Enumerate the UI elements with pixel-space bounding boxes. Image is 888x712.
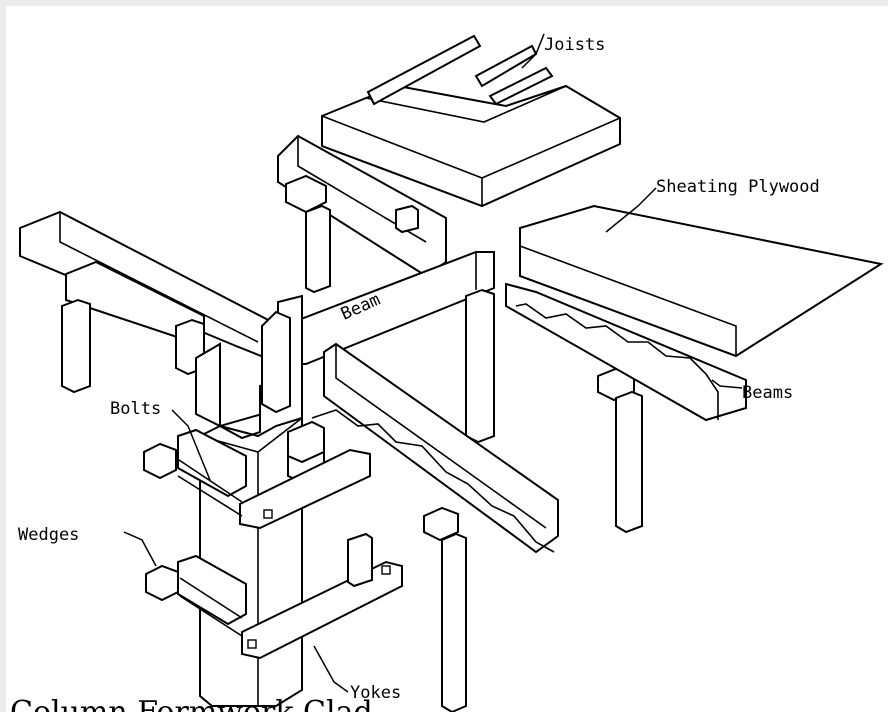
center-shores: [465, 288, 643, 534]
formwork-isometric-drawing: Joists Sheating Plywood Beam Beams Bolts…: [18, 33, 884, 712]
front-diagonal-beam: [311, 342, 559, 554]
label-bolts: Bolts: [110, 399, 161, 419]
label-yokes: Yokes: [350, 683, 401, 703]
leader-lines: [123, 33, 743, 693]
label-joists: Joists: [544, 35, 605, 55]
figure-caption: Column Formwork Clad: [10, 698, 373, 712]
sheathing-plywood-slab: [519, 204, 884, 358]
upper-yoke: [143, 428, 371, 530]
label-beams: Beams: [742, 383, 793, 403]
label-wedges: Wedges: [18, 525, 79, 545]
label-sheathing-plywood: Sheating Plywood: [656, 177, 820, 197]
lower-yoke: [145, 532, 403, 660]
left-beam-side-form: [19, 210, 277, 364]
drawing-sheet: Joists Sheating Plywood Beam Beams Bolts…: [6, 6, 888, 712]
right-beam: [505, 282, 747, 422]
joists: [366, 34, 554, 106]
front-shore: [423, 506, 467, 712]
back-beam-form: [277, 134, 447, 294]
